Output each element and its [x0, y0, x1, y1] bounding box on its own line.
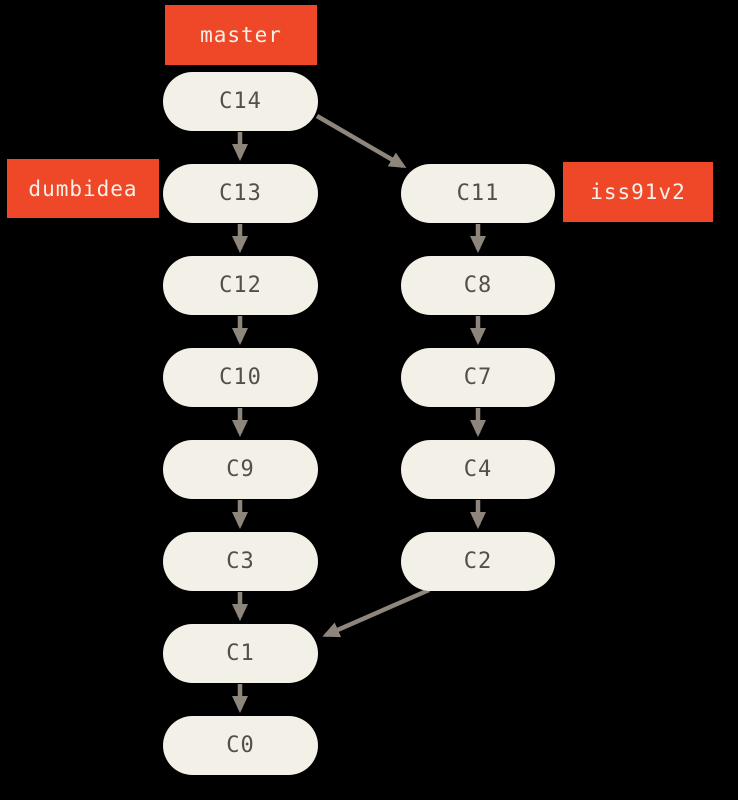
edge-arrow-c14-c11	[315, 114, 407, 169]
commit-node-c9: C9	[163, 440, 318, 499]
branch-label-iss91v2: iss91v2	[563, 162, 713, 222]
commit-label: C9	[226, 457, 255, 482]
branch-label-master: master	[165, 5, 317, 65]
commit-node-c0: C0	[163, 716, 318, 775]
commit-node-c13: C13	[163, 164, 318, 223]
commit-node-c7: C7	[401, 348, 555, 407]
branch-label-text: master	[200, 23, 282, 47]
commit-label: C14	[219, 89, 262, 114]
commit-node-c8: C8	[401, 256, 555, 315]
branch-label-text: dumbidea	[28, 176, 138, 201]
commit-node-c3: C3	[163, 532, 318, 591]
commit-node-c1: C1	[163, 624, 318, 683]
branch-label-text: iss91v2	[590, 180, 686, 204]
commit-label: C8	[463, 273, 493, 298]
commit-label: C10	[219, 365, 262, 390]
commit-label: C7	[463, 365, 493, 390]
commit-label: C3	[226, 549, 255, 574]
commit-label: C2	[463, 549, 493, 574]
commit-label: C13	[219, 181, 262, 206]
commit-node-c10: C10	[163, 348, 318, 407]
commit-node-c14: C14	[163, 72, 318, 131]
commit-label: C11	[456, 181, 500, 206]
commit-label: C1	[226, 641, 255, 666]
commit-node-c4: C4	[401, 440, 555, 499]
commit-node-c12: C12	[163, 256, 318, 315]
edge-arrow-c2-c1	[322, 587, 430, 638]
commit-label: C0	[226, 733, 255, 758]
commit-label: C4	[463, 457, 493, 482]
commit-node-c11: C11	[401, 164, 555, 223]
commit-label: C12	[219, 273, 262, 298]
branch-label-dumbidea: dumbidea	[7, 159, 159, 218]
commit-node-c2: C2	[401, 532, 555, 591]
